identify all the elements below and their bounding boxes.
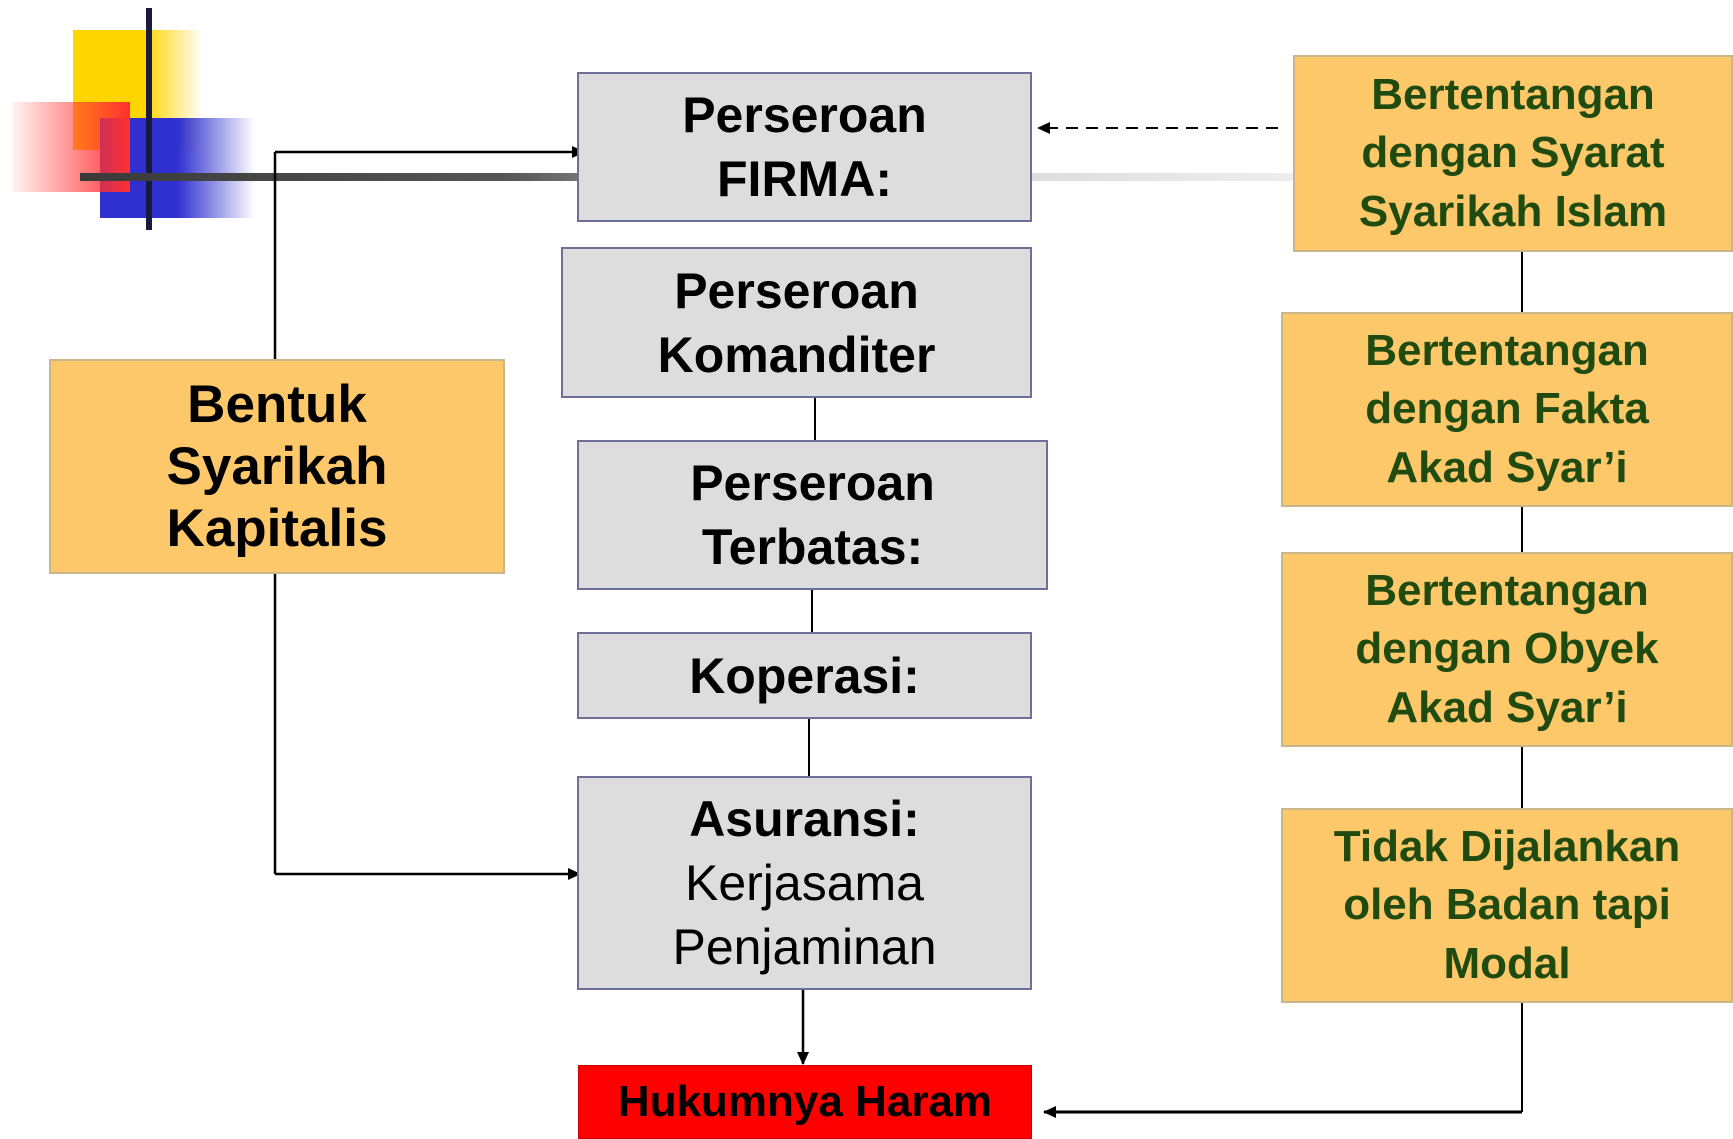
reason-box-3: Bertentangan dengan Obyek Akad Syar’i (1281, 552, 1733, 747)
reason-1-line-1: Bertentangan (1371, 69, 1655, 119)
koperasi-box: Koperasi: (577, 632, 1032, 719)
reason-1-line-3: Syarikah Islam (1358, 186, 1668, 236)
terbatas-line-2: Terbatas: (701, 519, 924, 575)
reason-3-line-2: dengan Obyek (1355, 624, 1659, 674)
koperasi-line-1: Koperasi: (689, 647, 920, 704)
reason-3-line-1: Bertentangan (1365, 565, 1649, 615)
asuransi-line-2: Kerjasama (685, 855, 924, 911)
reason-box-2: Bertentangan dengan Fakta Akad Syar’i (1281, 312, 1733, 507)
left-line-1: Bentuk (187, 374, 367, 434)
komanditer-line-2: Komanditer (657, 326, 936, 383)
reason-2-line-2: dengan Fakta (1365, 384, 1649, 434)
reason-4-line-1: Tidak Dijalankan (1333, 821, 1681, 871)
asuransi-box: Asuransi: Kerjasama Penjaminan (577, 776, 1032, 990)
reason-2-line-1: Bertentangan (1365, 325, 1649, 375)
reason-1-line-2: dengan Syarat (1361, 128, 1665, 178)
result-box: Hukumnya Haram (578, 1065, 1032, 1139)
firma-line-2: FIRMA: (717, 151, 892, 207)
firma-box: Perseroan FIRMA: (577, 72, 1032, 222)
reason-4-line-3: Modal (1443, 938, 1571, 988)
slide-decoration (0, 0, 260, 230)
firma-line-1: Perseroan (682, 87, 927, 143)
komanditer-box: Perseroan Komanditer (561, 247, 1032, 398)
reason-2-line-3: Akad Syar’i (1386, 442, 1628, 492)
terbatas-line-1: Perseroan (690, 455, 935, 511)
asuransi-line-3: Penjaminan (672, 919, 937, 975)
left-line-3: Kapitalis (166, 498, 388, 558)
asuransi-line-1: Asuransi: (689, 791, 920, 847)
reason-box-4: Tidak Dijalankan oleh Badan tapi Modal (1281, 808, 1733, 1003)
reason-3-line-3: Akad Syar’i (1386, 682, 1628, 732)
capitalist-forms-box: Bentuk Syarikah Kapitalis (49, 359, 505, 574)
reason-box-1: Bertentangan dengan Syarat Syarikah Isla… (1293, 55, 1733, 252)
result-label: Hukumnya Haram (617, 1077, 993, 1126)
vertical-bar (146, 8, 152, 230)
reason-4-line-2: oleh Badan tapi (1343, 880, 1671, 930)
terbatas-box: Perseroan Terbatas: (577, 440, 1048, 590)
left-line-2: Syarikah (166, 436, 388, 496)
komanditer-line-1: Perseroan (674, 262, 919, 319)
